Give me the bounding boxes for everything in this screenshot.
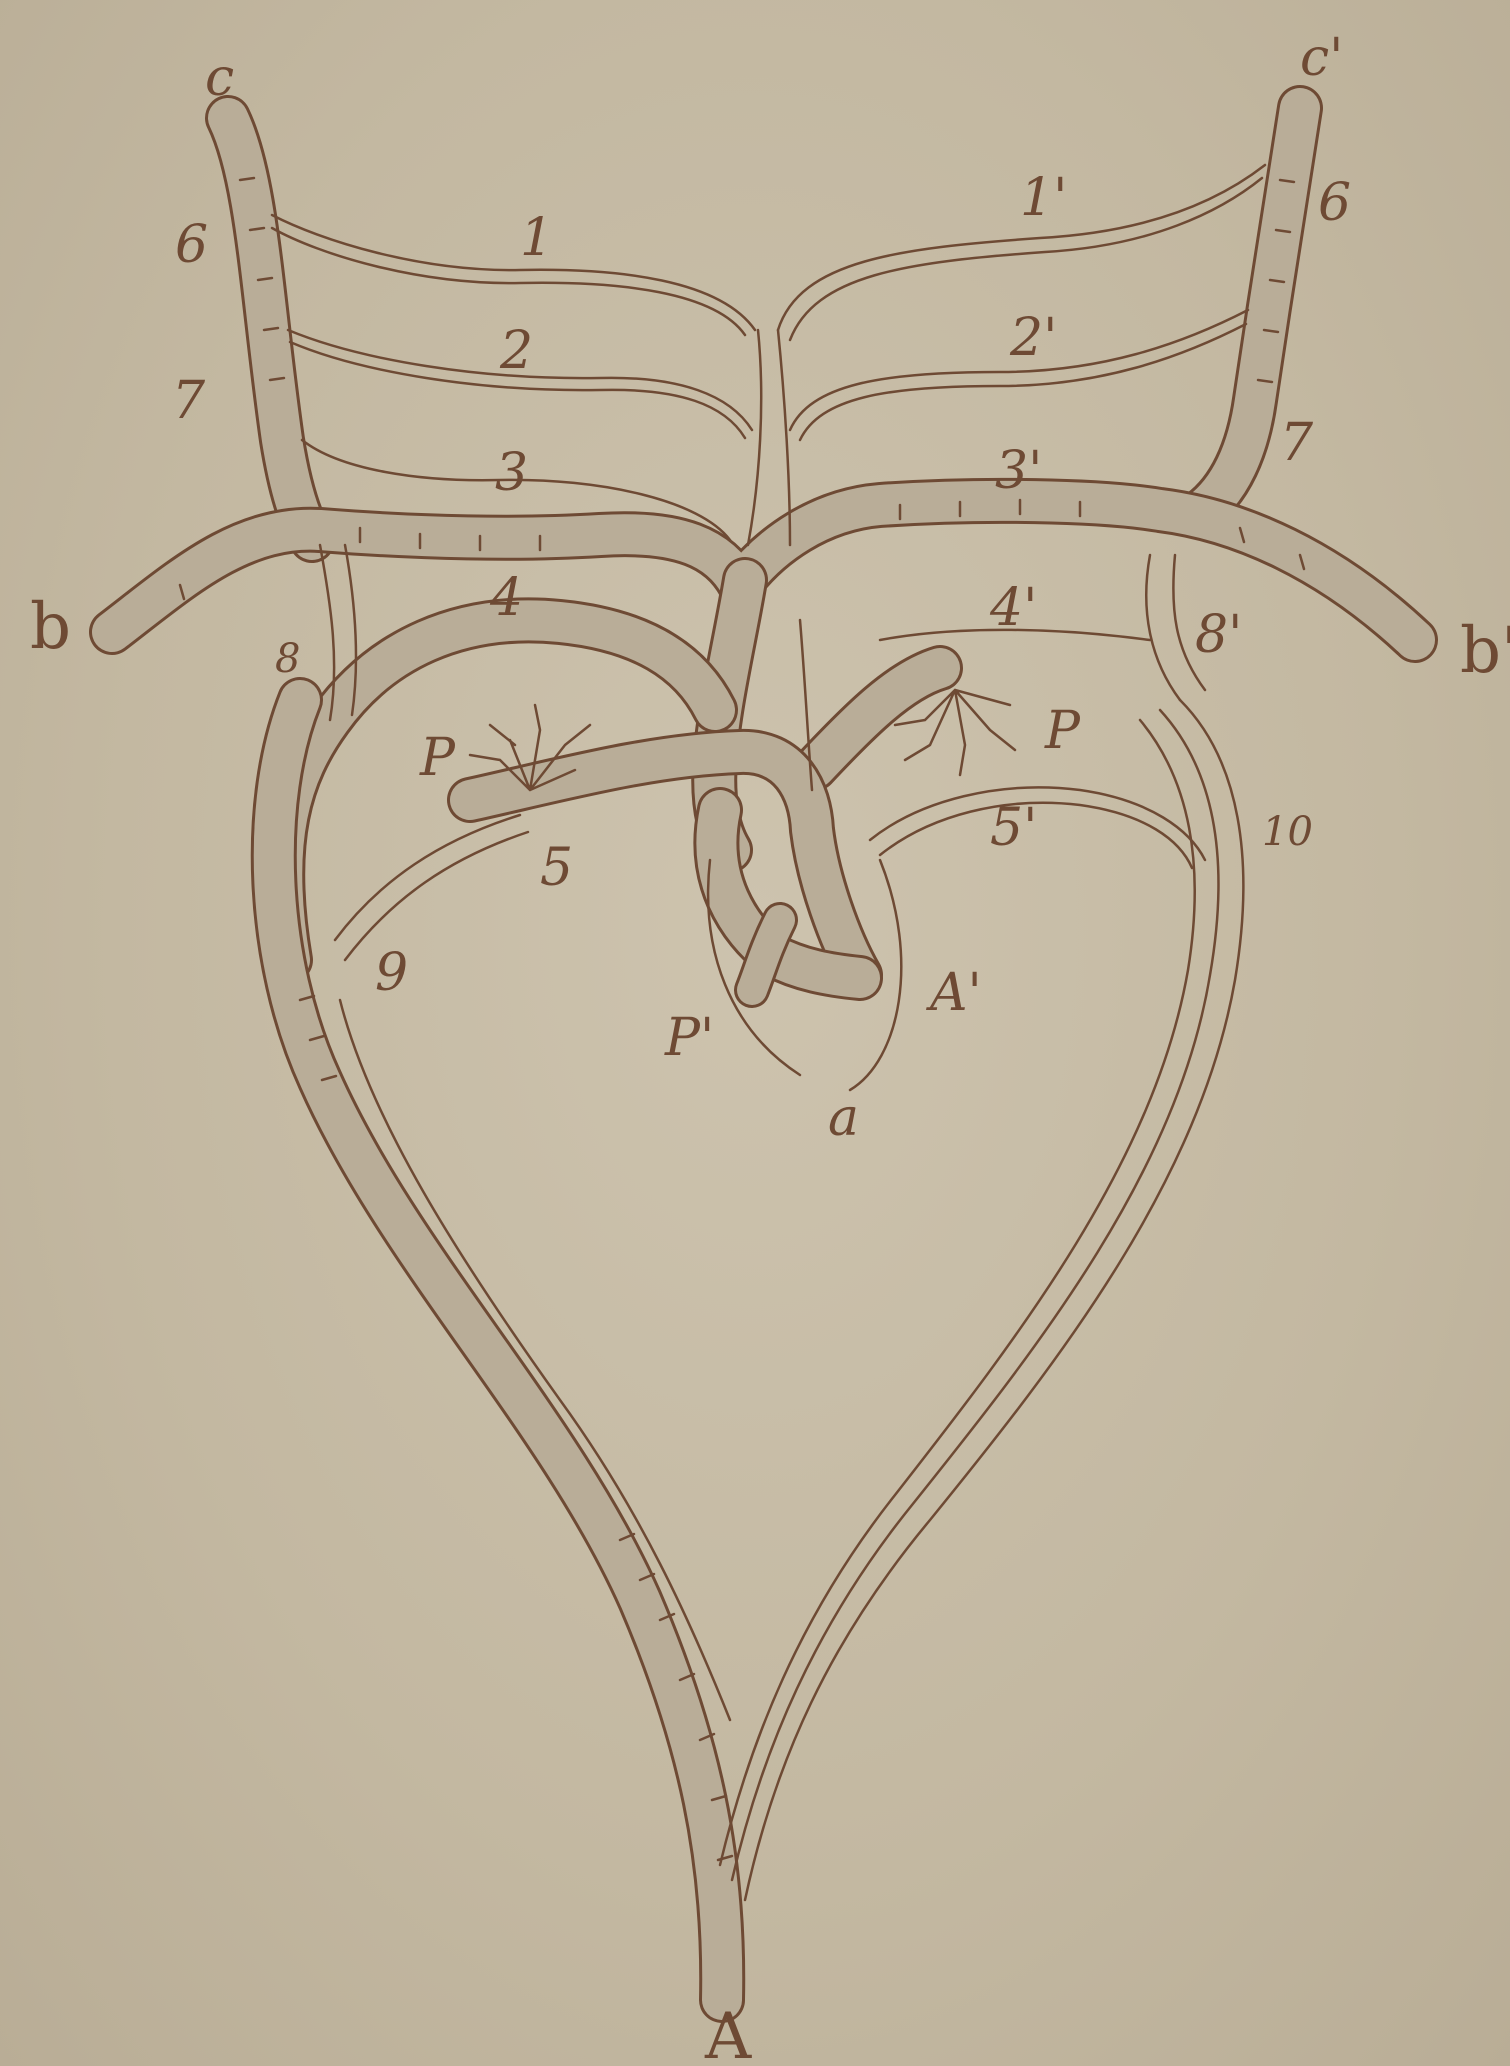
- arch-1-line: [272, 215, 755, 330]
- central-connector-left: [748, 330, 761, 545]
- vessel-9-line: [335, 815, 520, 940]
- label-3: 3: [495, 443, 528, 503]
- left-heart-branch: [274, 700, 722, 2000]
- label-2: 2: [499, 321, 533, 381]
- thick-vessels: [112, 108, 1415, 2000]
- label-P-right: P: [1044, 701, 1081, 761]
- label-P-left: P: [419, 728, 456, 788]
- label-4: 4: [489, 568, 523, 628]
- label-P-prime: P': [664, 1008, 714, 1068]
- label-6-left: 6: [175, 215, 208, 275]
- right-heart-branch-inner: [720, 720, 1195, 1865]
- label-1: 1: [520, 208, 553, 268]
- label-9: 9: [375, 943, 408, 1003]
- vessel-5-prime-line: [870, 787, 1205, 860]
- label-3-prime: 3': [995, 441, 1042, 501]
- vessel-8-right: [1146, 555, 1180, 700]
- left-heart-inner-line: [340, 1000, 730, 1720]
- label-1-prime: 1': [1020, 168, 1067, 228]
- label-A: A: [704, 2000, 752, 2066]
- thin-vessels: [180, 165, 1304, 1900]
- label-7-right: 7: [1280, 413, 1314, 473]
- label-b-left: b: [30, 590, 71, 664]
- label-a: a: [828, 1088, 859, 1148]
- label-8-left: 8: [275, 636, 300, 682]
- label-c-left: c: [205, 48, 234, 108]
- label-6-right: 6: [1318, 173, 1351, 233]
- label-b-right: b': [1460, 614, 1510, 688]
- label-10: 10: [1262, 809, 1313, 855]
- label-2-prime: 2': [1009, 308, 1057, 368]
- label-A-prime: A': [926, 963, 982, 1023]
- label-4-prime: 4': [989, 578, 1037, 638]
- label-c-right: c': [1300, 28, 1343, 88]
- label-8-right: 8': [1195, 605, 1242, 665]
- label-7-left: 7: [172, 371, 206, 431]
- label-5: 5: [540, 838, 573, 898]
- label-5-prime: 5': [990, 798, 1037, 858]
